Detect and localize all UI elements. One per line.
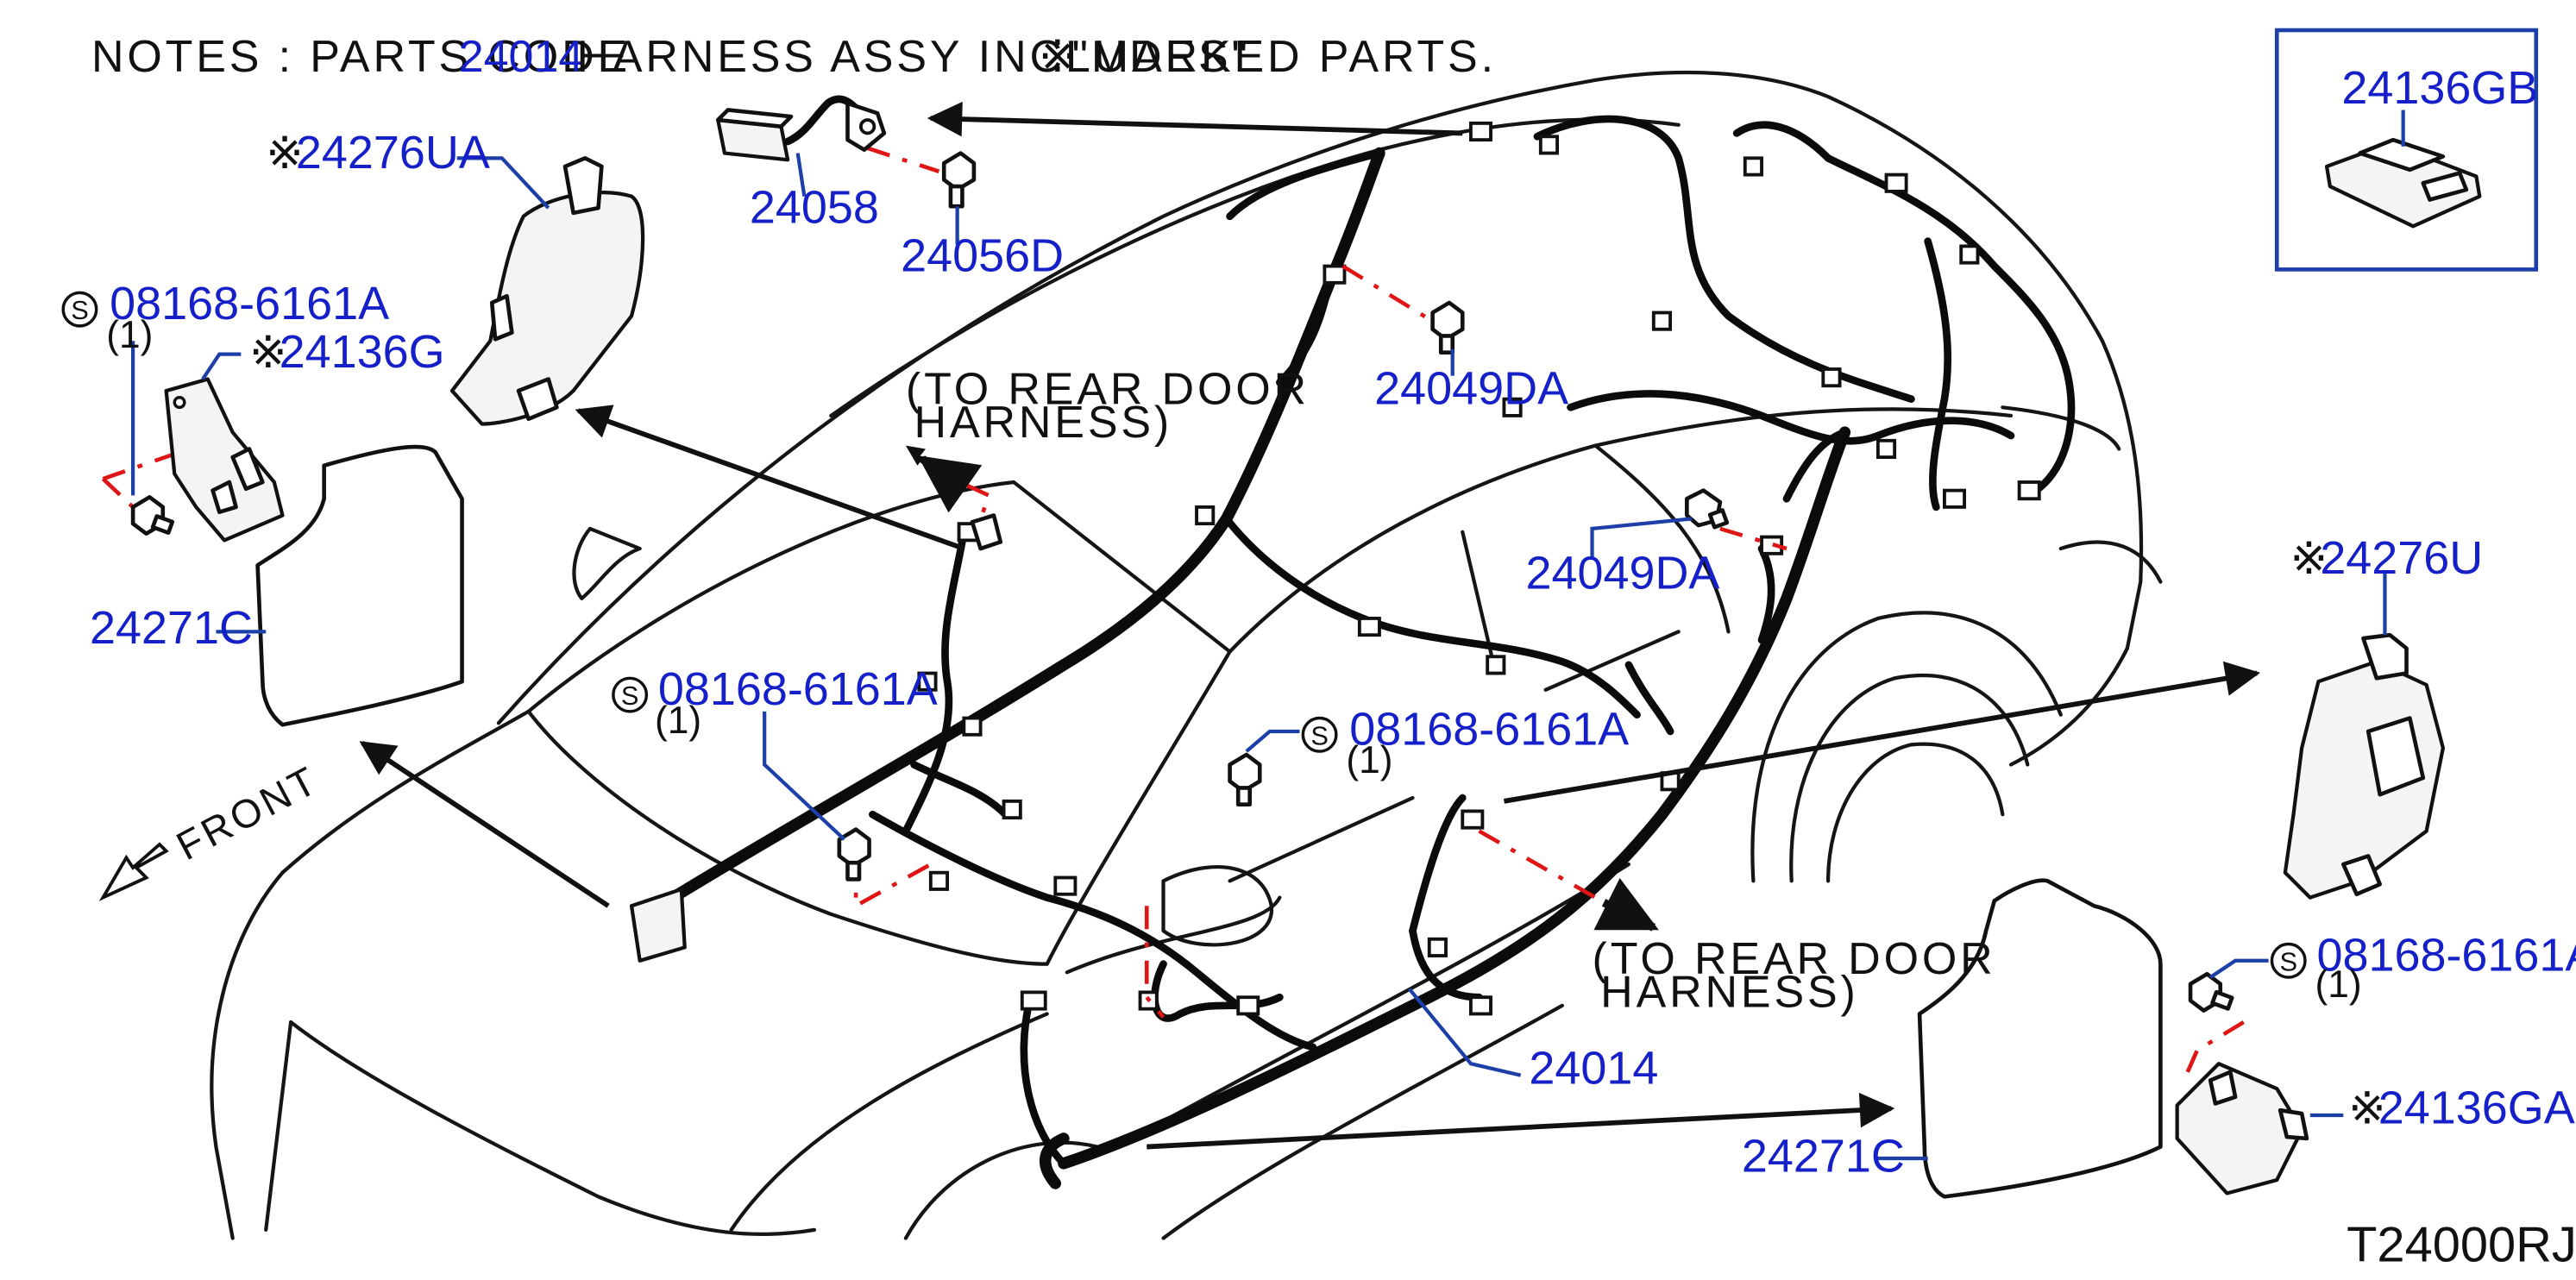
part-08168-bolt-mid (1228, 729, 1300, 807)
qty-harness-left: (1) (655, 700, 701, 742)
notes-code: 24014 (459, 32, 584, 82)
part-24056D-bolt (941, 151, 977, 245)
part-24058-clip (715, 95, 887, 197)
label-24049DA-mid: 24049DA (1525, 547, 1719, 599)
pointer-arrows (359, 101, 2261, 1150)
label-24014: 24014 (1529, 1042, 1658, 1094)
part-24049DA-bolt-mid (1590, 488, 1730, 557)
part-24049DA-bolt-top (1430, 300, 1465, 376)
mark-24276UA: ※ (266, 129, 304, 179)
label-24136GA: 24136GA (2378, 1082, 2575, 1134)
mark-24136G: ※ (249, 328, 287, 378)
rear-door-upper-line2: HARNESS) (914, 398, 1173, 448)
qty-right: (1) (2315, 963, 2362, 1006)
label-24049DA-top: 24049DA (1374, 362, 1568, 414)
notes-mark: ※ (1039, 32, 1079, 82)
main-harness-24014 (667, 115, 2076, 1189)
label-24271C-left: 24271C (90, 602, 253, 654)
notes-prefix: NOTES : PARTS CODE (91, 32, 631, 82)
part-24136G-bracket (130, 341, 285, 543)
label-08168-harness-left: 08168-6161A (658, 663, 938, 715)
part-24136GA-bracket (2175, 958, 2344, 1195)
s-circle-icon (612, 676, 649, 713)
inset-frame (2274, 28, 2539, 272)
part-24271C-panel-right (1875, 878, 2163, 1199)
label-24276U: 24276U (2320, 532, 2483, 584)
label-24058: 24058 (750, 181, 879, 233)
rear-door-upper-line1: (TO REAR DOOR (906, 364, 1310, 414)
s-circle-icon (61, 291, 98, 328)
label-08168-right: 08168-6161A (2316, 929, 2576, 981)
qty-left-top: (1) (106, 314, 153, 356)
mark-24136GA: ※ (2348, 1084, 2386, 1134)
label-24276UA: 24276UA (296, 127, 490, 179)
label-08168-left-top: 08168-6161A (110, 278, 389, 329)
car-body-outline (210, 70, 2163, 1240)
label-24136G: 24136G (280, 326, 445, 378)
rear-door-lower-line1: (TO REAR DOOR (1593, 934, 1996, 984)
s-symbol: S (71, 295, 89, 325)
s-circle-icon (2270, 942, 2307, 979)
label-24056D: 24056D (901, 229, 1064, 281)
harness-front-connector (629, 887, 687, 963)
s-symbol: S (2279, 946, 2297, 976)
notes-suffix: "MARKED PARTS. (1072, 32, 1497, 82)
label-24271C-right: 24271C (1742, 1130, 1905, 1182)
notes-middle: HARNESS ASSY INCLUDES" (576, 32, 1250, 82)
rear-door-connector-upper (970, 513, 1003, 551)
rear-door-lower-line2: HARNESS) (1600, 968, 1859, 1018)
front-label: FRONT (169, 756, 326, 869)
part-labels: ※ 24276UA 24058 24056D 24136GB S 08168-6… (61, 62, 2576, 1272)
part-08168-bolt-left (763, 711, 871, 882)
part-24271C-panel-left (216, 444, 464, 727)
qty-mid: (1) (1346, 739, 1392, 781)
part-24276UA-bracket (449, 156, 645, 426)
diagram-reference: T24000RJ (2347, 1217, 2576, 1272)
label-24136GB: 24136GB (2341, 62, 2538, 114)
part-24276U-bracket (2283, 573, 2446, 900)
front-direction-indicator: FRONT (98, 756, 326, 901)
mark-24276U: ※ (2290, 534, 2328, 584)
part-24136GB-box (2274, 28, 2539, 272)
front-arrow-icon (98, 842, 169, 901)
label-08168-mid: 08168-6161A (1349, 703, 1629, 755)
s-symbol: S (621, 681, 639, 711)
notes-header: NOTES : PARTS CODE 24014 HARNESS ASSY IN… (91, 32, 1497, 82)
s-circle-icon (1301, 716, 1338, 753)
s-symbol: S (1310, 720, 1329, 750)
